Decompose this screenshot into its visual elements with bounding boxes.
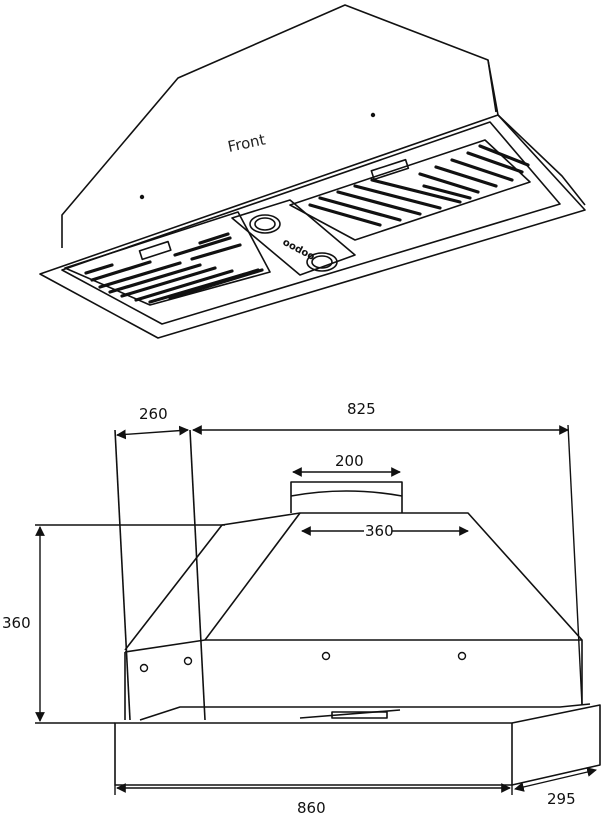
flange-inner (61, 121, 561, 325)
hole-side-2 (183, 656, 193, 666)
dim-label-outlet: 200 (335, 452, 364, 470)
mount-hole-top-2 (139, 194, 145, 200)
side-panel (114, 429, 131, 721)
dim-label-depth-top: 260 (139, 405, 168, 423)
dim-line-depth-top (116, 425, 189, 440)
body-trapezoid (124, 512, 583, 705)
body-holes (139, 651, 467, 673)
dim-label-total-depth: 295 (547, 790, 576, 808)
base-top-inner (139, 703, 591, 721)
housing-outline (61, 4, 586, 248)
filter-slats (84, 144, 530, 304)
hole-front-1 (321, 651, 331, 661)
light-fixture-right (370, 158, 410, 181)
mount-hole-top-1 (370, 112, 376, 118)
front-label: Front (226, 130, 267, 156)
right-filter-tray (289, 139, 531, 241)
side-panel-right-edge (189, 429, 206, 721)
outlet-collar-curve (290, 490, 403, 497)
hole-front-2 (457, 651, 467, 661)
dim-label-width-top: 825 (347, 400, 376, 418)
outlet-collar (290, 481, 403, 513)
flange-plate (39, 114, 586, 339)
dim-ext-width-right (567, 424, 583, 706)
light-fixture-left (138, 240, 172, 261)
base-flange (114, 704, 601, 786)
dimension-lines (35, 424, 597, 795)
dim-line-total-depth (514, 767, 597, 792)
dim-label-height: 360 (2, 614, 31, 632)
control-strip (231, 199, 356, 276)
left-filter-tray (64, 211, 271, 306)
elevation-view (114, 429, 601, 786)
body-front-edge (204, 512, 301, 641)
hole-side-1 (139, 663, 149, 673)
dim-label-total-width: 860 (297, 799, 326, 817)
control-knob-bottom (306, 252, 338, 272)
housing-edge (487, 59, 497, 113)
dim-label-body-width: 360 (365, 522, 394, 540)
base-light-detail (331, 711, 388, 719)
control-knob-bottom-inner (311, 255, 333, 269)
isometric-view (39, 4, 586, 339)
control-knob-top-inner (254, 217, 276, 231)
control-knob-top (249, 214, 281, 234)
brand-text: oodoo (281, 237, 317, 263)
side-lower-top (124, 639, 206, 653)
